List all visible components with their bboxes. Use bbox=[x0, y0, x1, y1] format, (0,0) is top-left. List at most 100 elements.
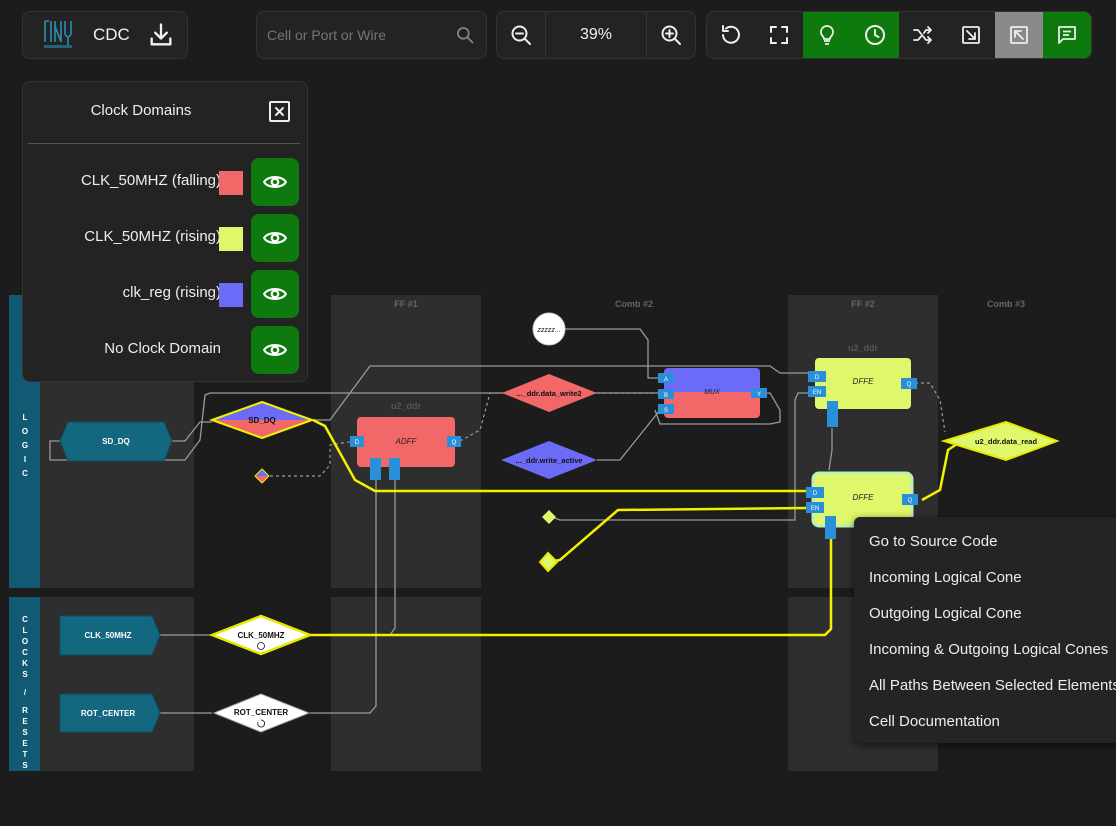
pin-label: Y bbox=[757, 392, 761, 398]
clock-domain-swatch bbox=[219, 171, 243, 195]
clock-domain-swatch bbox=[219, 283, 243, 307]
close-button[interactable] bbox=[269, 101, 290, 122]
fit-screen-button[interactable] bbox=[755, 12, 803, 58]
toggle-visibility-button[interactable] bbox=[251, 270, 299, 318]
pin-mux-a[interactable] bbox=[658, 373, 674, 383]
pin-dffe-bottom-d[interactable] bbox=[806, 487, 824, 498]
pin-label: A bbox=[664, 377, 668, 383]
port-clk-label: CLK_50MHZ bbox=[84, 631, 131, 640]
pin-dffe-top-clk[interactable] bbox=[827, 401, 838, 427]
cell-mux-label: MUX bbox=[704, 389, 720, 396]
pin-label: EN bbox=[813, 390, 821, 396]
net-write2[interactable]: ..._ddr.data_write2 bbox=[502, 374, 597, 412]
shuffle-icon bbox=[913, 26, 932, 44]
pin-dffe-top-d[interactable] bbox=[808, 371, 826, 382]
cell-adff[interactable]: ADFF D Q bbox=[350, 417, 461, 480]
expand-down-button[interactable] bbox=[947, 12, 995, 58]
pin-mux-y[interactable] bbox=[751, 388, 767, 398]
zoom-in-button[interactable] bbox=[647, 12, 695, 58]
clock-domains-panel: Clock Domains CLK_50MHZ (falling) CLK_50… bbox=[22, 81, 308, 382]
pin-label: D bbox=[813, 491, 818, 497]
net-sd-dq[interactable]: SD_DQ bbox=[209, 400, 315, 440]
pin-dffe-bottom-clk[interactable] bbox=[825, 516, 836, 539]
port-clk[interactable] bbox=[59, 615, 161, 656]
net-data-read[interactable]: u2_ddr.data_read bbox=[940, 420, 1060, 462]
hints-button[interactable] bbox=[803, 12, 851, 58]
cell-group-label-adff: u2_ddr bbox=[391, 401, 422, 411]
toggle-visibility-button[interactable] bbox=[251, 326, 299, 374]
net-zzzz[interactable]: zzzzz... bbox=[532, 312, 566, 346]
zoom-out-button[interactable] bbox=[497, 12, 545, 58]
app-header: CDC bbox=[22, 11, 188, 59]
net-zzzz-label: zzzzz... bbox=[536, 327, 560, 334]
wire-en bbox=[551, 392, 808, 521]
menu-item-in-out-cones[interactable]: Incoming & Outgoing Logical Cones bbox=[869, 641, 1109, 658]
pin-label: S bbox=[664, 408, 668, 414]
column-band-ff1-clocks bbox=[331, 597, 481, 771]
pin-label: EN bbox=[811, 506, 819, 512]
net-write-active[interactable]: ..._ddr.write_active bbox=[501, 441, 597, 479]
menu-item-all-paths[interactable]: All Paths Between Selected Elements bbox=[869, 677, 1116, 694]
search-icon[interactable] bbox=[455, 25, 475, 45]
eye-icon bbox=[262, 176, 288, 188]
clock-domain-label: CLK_50MHZ (falling) bbox=[80, 172, 221, 189]
expand-up-button[interactable] bbox=[995, 12, 1043, 58]
toggle-visibility-button[interactable] bbox=[251, 158, 299, 206]
pin-dffe-bottom-q[interactable] bbox=[902, 494, 918, 505]
clock-domain-label: No Clock Domain bbox=[104, 340, 221, 357]
menu-item-go-to-source[interactable]: Go to Source Code bbox=[869, 533, 998, 550]
menu-item-incoming-cone[interactable]: Incoming Logical Cone bbox=[869, 569, 1022, 586]
reset-view-button[interactable] bbox=[707, 12, 755, 58]
pin-dffe-top-en[interactable] bbox=[808, 386, 826, 397]
shuffle-button[interactable] bbox=[899, 12, 947, 58]
clock-domain-row: clk_reg (rising) bbox=[23, 270, 307, 318]
pin-label: Q bbox=[907, 382, 912, 388]
wire-to-dffe-d bbox=[313, 365, 808, 421]
column-header-ff2: FF #2 bbox=[851, 299, 875, 309]
cell-dffe-top[interactable]: DFFE D EN Q bbox=[808, 358, 917, 427]
pin-adff-d[interactable] bbox=[350, 436, 364, 447]
pin-label: Q bbox=[908, 498, 913, 504]
net-sel-small[interactable] bbox=[538, 551, 559, 573]
zoom-out-icon bbox=[511, 25, 531, 45]
cell-dffe-top-label: DFFE bbox=[853, 377, 875, 386]
zoom-in-icon bbox=[661, 25, 681, 45]
menu-item-outgoing-cone[interactable]: Outgoing Logical Cone bbox=[869, 605, 1022, 622]
toggle-visibility-button[interactable] bbox=[251, 214, 299, 262]
comments-button[interactable] bbox=[1043, 12, 1091, 58]
pin-dffe-top-q[interactable] bbox=[901, 378, 917, 389]
pin-dffe-bottom-en[interactable] bbox=[806, 502, 824, 513]
pin-mux-b[interactable] bbox=[658, 389, 674, 399]
lightbulb-icon bbox=[820, 25, 834, 45]
net-rot[interactable]: ROT_CENTER bbox=[212, 693, 311, 733]
pin-adff-arst[interactable] bbox=[370, 458, 381, 480]
pin-label: Q bbox=[452, 440, 457, 446]
pin-adff-clk[interactable] bbox=[389, 458, 400, 480]
menu-item-cell-docs[interactable]: Cell Documentation bbox=[869, 713, 1000, 730]
port-sd-dq[interactable] bbox=[59, 421, 173, 462]
cell-mux[interactable]: MUX A B S Y bbox=[658, 368, 767, 418]
column-header-ff1: FF #1 bbox=[394, 299, 418, 309]
reset-mini-icon bbox=[257, 719, 266, 728]
search-input[interactable] bbox=[265, 18, 449, 52]
pin-adff-q[interactable] bbox=[447, 436, 461, 447]
pin-mux-s[interactable] bbox=[658, 404, 674, 414]
wire-write-active-to-mux-s bbox=[597, 409, 661, 461]
wire-rot-to-arst bbox=[310, 470, 377, 714]
context-menu: Go to Source Code Incoming Logical Cone … bbox=[854, 517, 1116, 743]
net-rot-label: ROT_CENTER bbox=[234, 708, 288, 717]
wire-dashed-4 bbox=[915, 382, 946, 433]
net-clk[interactable]: CLK_50MHZ bbox=[208, 614, 314, 656]
clock-domain-label: CLK_50MHZ (rising) bbox=[84, 228, 221, 245]
net-small-split[interactable] bbox=[254, 468, 270, 484]
cell-adff-label: ADFF bbox=[395, 437, 418, 446]
download-button[interactable] bbox=[147, 21, 175, 49]
close-icon bbox=[275, 107, 284, 116]
divider bbox=[28, 143, 300, 144]
port-rot[interactable] bbox=[59, 693, 161, 733]
net-en-small[interactable] bbox=[542, 510, 556, 524]
net-data-read-label: u2_ddr.data_read bbox=[975, 437, 1038, 446]
clock-domains-button[interactable] bbox=[851, 12, 899, 58]
